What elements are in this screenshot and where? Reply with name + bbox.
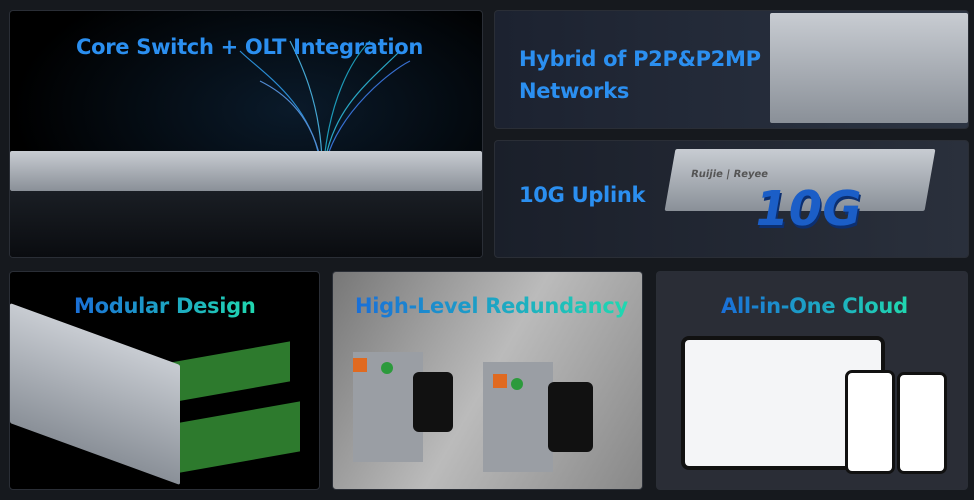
power-cable	[548, 382, 593, 452]
feature-card-10g-uplink: 10G Uplink Ruijie | Reyee 10G	[494, 140, 969, 258]
module-board	[170, 341, 290, 403]
feature-card-hybrid-networks: Hybrid of P2P&P2MP Networks	[494, 10, 969, 129]
feature-card-core-switch-olt: Core Switch + OLT Integration	[9, 10, 483, 258]
card-title: Core Switch + OLT Integration	[76, 35, 424, 59]
module-board	[180, 401, 300, 473]
power-supply	[353, 352, 423, 462]
card-title: 10G Uplink	[519, 183, 646, 207]
phone-app	[845, 370, 895, 474]
card-title: Hybrid of P2P&P2MP	[519, 47, 761, 71]
switch-front-panel	[10, 151, 482, 191]
fiber-light-illustration	[239, 40, 411, 162]
switch-sfp-ports	[770, 13, 968, 123]
chassis-illustration	[10, 303, 180, 485]
card-title: Modular Design	[74, 294, 256, 318]
feature-card-modular-design: Modular Design	[9, 271, 320, 490]
10g-badge: 10G	[750, 181, 867, 237]
card-subtitle: Networks	[519, 79, 630, 103]
brand-logo: Ruijie | Reyee	[690, 169, 770, 180]
power-cable	[413, 372, 453, 432]
power-supply	[483, 362, 553, 472]
feature-card-cloud: All-in-One Cloud	[656, 271, 968, 490]
feature-card-redundancy: High-Level Redundancy	[332, 271, 643, 490]
phone-app	[897, 372, 947, 474]
card-title: High-Level Redundancy	[355, 294, 628, 318]
card-title: All-in-One Cloud	[721, 294, 908, 318]
